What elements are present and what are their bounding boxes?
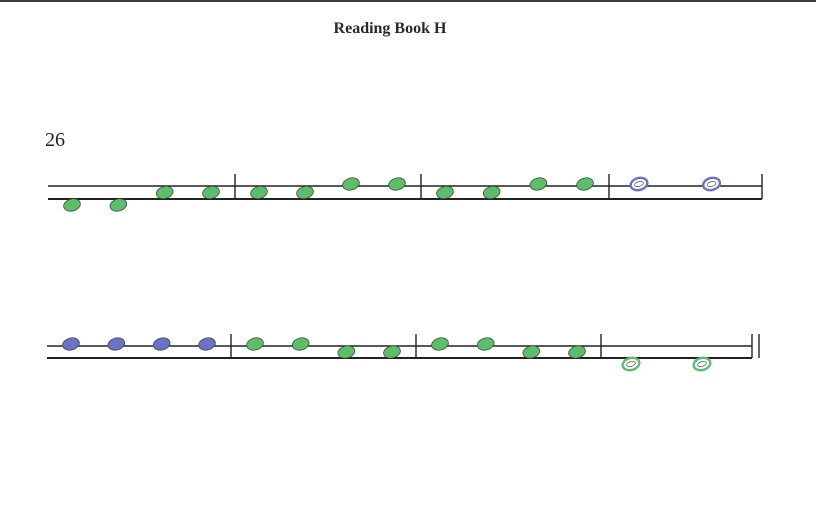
quarter-note — [291, 337, 310, 351]
half-note-hollow — [706, 181, 717, 187]
quarter-note — [436, 185, 454, 200]
quarter-note — [202, 185, 220, 200]
quarter-note — [482, 185, 501, 200]
quarter-note — [476, 337, 495, 351]
quarter-note — [198, 337, 216, 351]
staff-system-1 — [48, 174, 763, 212]
quarter-note — [62, 337, 80, 351]
quarter-note — [383, 345, 401, 359]
quarter-note — [152, 337, 171, 351]
quarter-note — [155, 185, 174, 200]
page-title: Reading Book H — [333, 20, 447, 37]
quarter-note — [63, 198, 81, 212]
half-note-hollow — [697, 361, 707, 367]
quarter-note — [107, 337, 126, 351]
quarter-note — [568, 345, 586, 359]
quarter-note — [296, 185, 314, 200]
quarter-note — [529, 177, 548, 191]
quarter-note — [431, 337, 449, 351]
half-note-hollow — [626, 361, 636, 367]
quarter-note — [388, 177, 406, 191]
half-note-hollow — [634, 181, 644, 187]
quarter-note — [576, 177, 594, 191]
quarter-note — [246, 337, 264, 351]
quarter-note — [342, 177, 360, 191]
quarter-note — [109, 198, 128, 212]
staff-system-2 — [47, 334, 760, 372]
top-border-rule — [0, 0, 816, 2]
quarter-note — [522, 345, 541, 359]
quarter-note — [337, 345, 356, 359]
quarter-note — [250, 185, 268, 200]
exercise-number: 26 — [45, 129, 65, 151]
